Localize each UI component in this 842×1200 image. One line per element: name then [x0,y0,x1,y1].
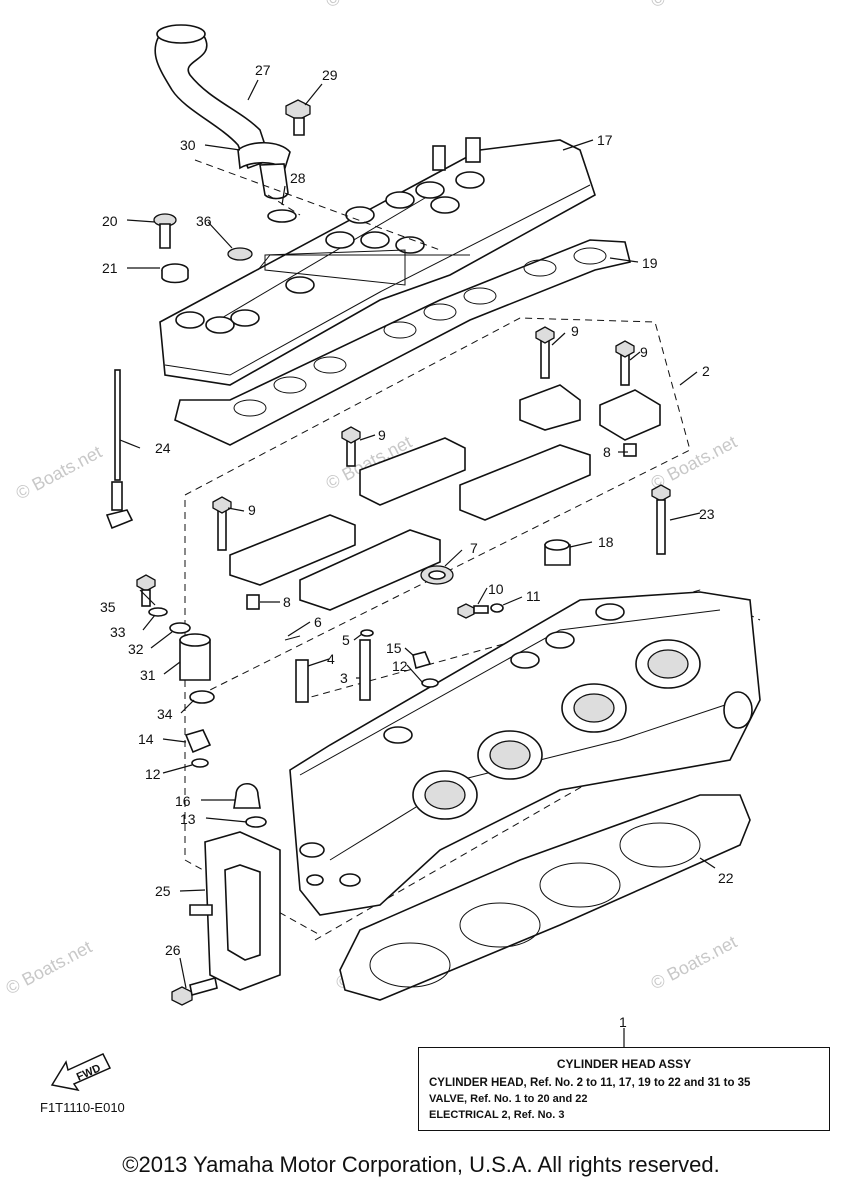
cam-caps-upper [519,326,661,457]
callout-6: 6 [314,614,322,630]
callout-7: 7 [470,540,478,556]
bolt-20 [153,213,177,249]
callout-31: 31 [140,667,156,683]
cover-gasket [174,239,631,446]
callout-13: 13 [180,811,196,827]
assembly-info-box: CYLINDER HEAD ASSY CYLINDER HEAD, Ref. N… [418,1047,830,1131]
assembly-line-cylinder-head: CYLINDER HEAD, Ref. No. 2 to 11, 17, 19 … [429,1077,751,1089]
callout-2: 2 [702,363,710,379]
callout-1: 1 [619,1014,627,1030]
watermark: © Boats.net [647,432,740,494]
plug-36 [227,247,253,261]
watermark: © Boats.net [322,0,415,12]
callout-21: 21 [102,260,118,276]
callouts: 27 29 30 17 28 20 36 21 19 9 9 2 9 24 8 … [100,62,734,1030]
assembly-title: CYLINDER HEAD ASSY [556,1057,692,1071]
callout-18: 18 [598,534,614,550]
callout-17: 17 [597,132,613,148]
callout-25: 25 [155,883,171,899]
callout-4: 4 [327,651,335,667]
callout-29: 29 [322,67,338,83]
grommet-21 [161,263,189,284]
callout-5: 5 [342,632,350,648]
watermark: © Boats.net [647,932,740,994]
callout-9: 9 [571,323,579,339]
bolt-29 [285,99,311,136]
callout-30: 30 [180,137,196,153]
valve-parts [284,603,504,703]
callout-14: 14 [138,731,154,747]
callout-9: 9 [378,427,386,443]
callout-26: 26 [165,942,181,958]
cylinder-head [289,591,761,916]
drawing-code: F1T1110-E010 [40,1100,125,1115]
callout-27: 27 [255,62,271,78]
sensor-24 [105,369,134,530]
leader-lines [119,79,716,1047]
callout-34: 34 [157,706,173,722]
head-gasket [339,794,751,1001]
callout-35: 35 [100,599,116,615]
watermark: © Boats.net [2,937,95,999]
assembly-line-electrical: ELECTRICAL 2, Ref. No. 3 [429,1109,565,1121]
copyright-notice: ©2013 Yamaha Motor Corporation, U.S.A. A… [122,1152,720,1177]
camshaft-holders [212,426,591,611]
callout-12: 12 [392,658,408,674]
left-small-parts [136,574,267,828]
callout-22: 22 [718,870,734,886]
breather-hose [154,24,297,223]
callout-9: 9 [248,502,256,518]
callout-10: 10 [488,581,504,597]
callout-16: 16 [175,793,191,809]
callout-28: 28 [290,170,306,186]
callout-3: 3 [340,670,348,686]
callout-11: 11 [526,588,541,604]
callout-12: 12 [145,766,161,782]
callout-9: 9 [640,344,648,360]
callout-32: 32 [128,641,144,657]
cylinder-head-cover [159,137,596,386]
forward-direction-arrow: FWD [48,1040,118,1100]
callout-33: 33 [110,624,126,640]
seal-7 [420,565,454,585]
callout-36: 36 [196,213,212,229]
callout-23: 23 [699,506,715,522]
callout-20: 20 [102,213,118,229]
assembly-line-valve: VALVE, Ref. No. 1 to 20 and 22 [429,1093,588,1105]
bracket-25 [189,831,281,991]
dowel-18 [544,539,571,566]
callout-8: 8 [283,594,291,610]
callout-15: 15 [386,640,402,656]
callout-19: 19 [642,255,658,271]
callout-8: 8 [603,444,611,460]
watermark: © Boats.net [12,442,105,504]
bolt-23 [651,484,671,555]
bolt-26 [171,976,218,1006]
watermark: © Boats.net [647,0,740,12]
callout-24: 24 [155,440,171,456]
